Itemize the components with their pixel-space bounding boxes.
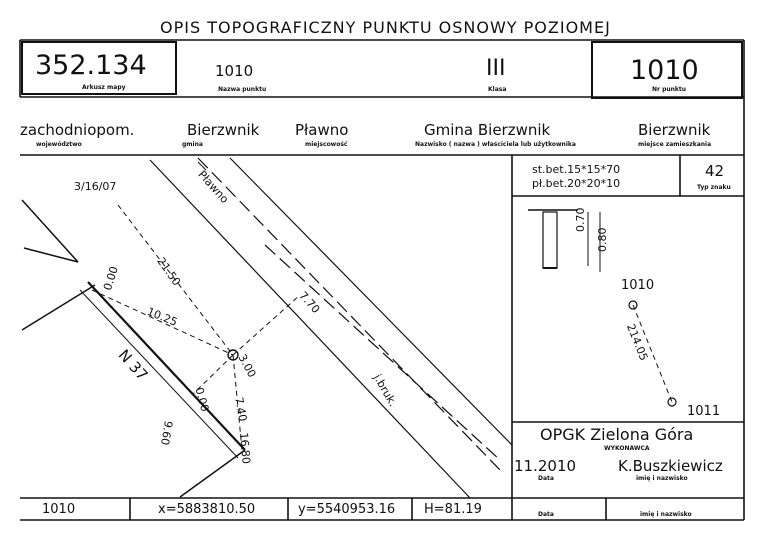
point-number: 1010 xyxy=(630,55,699,86)
marker-line-1: st.bet.15*15*70 xyxy=(532,163,621,176)
marker-depth-1: 0.70 xyxy=(574,207,587,233)
footer-h: H=81.19 xyxy=(424,502,482,517)
sketch-lines xyxy=(21,157,677,499)
contractor-person: K.Buszkiewicz xyxy=(618,457,723,475)
locality: Pławno xyxy=(295,121,349,139)
point-name-label: Nazwa punktu xyxy=(218,86,267,93)
footer-name-label: imię i nazwisko xyxy=(640,511,692,518)
footer-x: x=5883810.50 xyxy=(158,502,256,517)
footer-y: y=5540953.16 xyxy=(298,502,396,517)
residence: Bierzwnik xyxy=(638,121,711,139)
sheet-number-label: Arkusz mapy xyxy=(82,84,126,91)
point-class: III xyxy=(486,56,506,81)
contractor-date: 11.2010 xyxy=(514,457,577,475)
contractor-person-label: imię i nazwisko xyxy=(636,475,688,482)
point-name: 1010 xyxy=(215,62,254,80)
marker-depth-2: 0.80 xyxy=(596,227,609,253)
residence-label: miejsce zamieszkania xyxy=(638,141,712,148)
sketch-date: 3/16/07 xyxy=(74,180,117,193)
ref-point-b: 1011 xyxy=(687,404,721,419)
contractor-date-label: Data xyxy=(538,475,554,482)
voivodeship: zachodniopom. xyxy=(20,121,135,139)
marker-line-2: pł.bet.20*20*10 xyxy=(532,177,621,190)
commune-label: gmina xyxy=(182,141,203,148)
contractor-name: OPGK Zielona Góra xyxy=(540,425,694,444)
point-class-label: Klasa xyxy=(488,86,507,93)
ref-point-a: 1010 xyxy=(621,278,655,293)
marker-type: 42 xyxy=(705,162,725,180)
sheet-number: 352.134 xyxy=(35,50,147,81)
owner-label: Nazwisko ( nazwa ) właściciela lub użytk… xyxy=(415,141,576,148)
owner: Gmina Bierzwnik xyxy=(424,121,551,139)
point-number-label: Nr punktu xyxy=(652,86,687,93)
footer-date-label: Data xyxy=(538,511,554,518)
distance-16-80: 16.80 xyxy=(237,432,253,465)
commune: Bierzwnik xyxy=(187,121,260,139)
footer-point: 1010 xyxy=(42,502,76,517)
locality-label: miejscowość xyxy=(305,141,348,148)
voivodeship-label: województwo xyxy=(36,141,82,148)
marker-type-label: Typ znaku xyxy=(697,184,731,191)
contractor-label: WYKONAWCA xyxy=(604,445,650,452)
sheet-title: OPIS TOPOGRAFICZNY PUNKTU OSNOWY POZIOME… xyxy=(160,18,611,37)
